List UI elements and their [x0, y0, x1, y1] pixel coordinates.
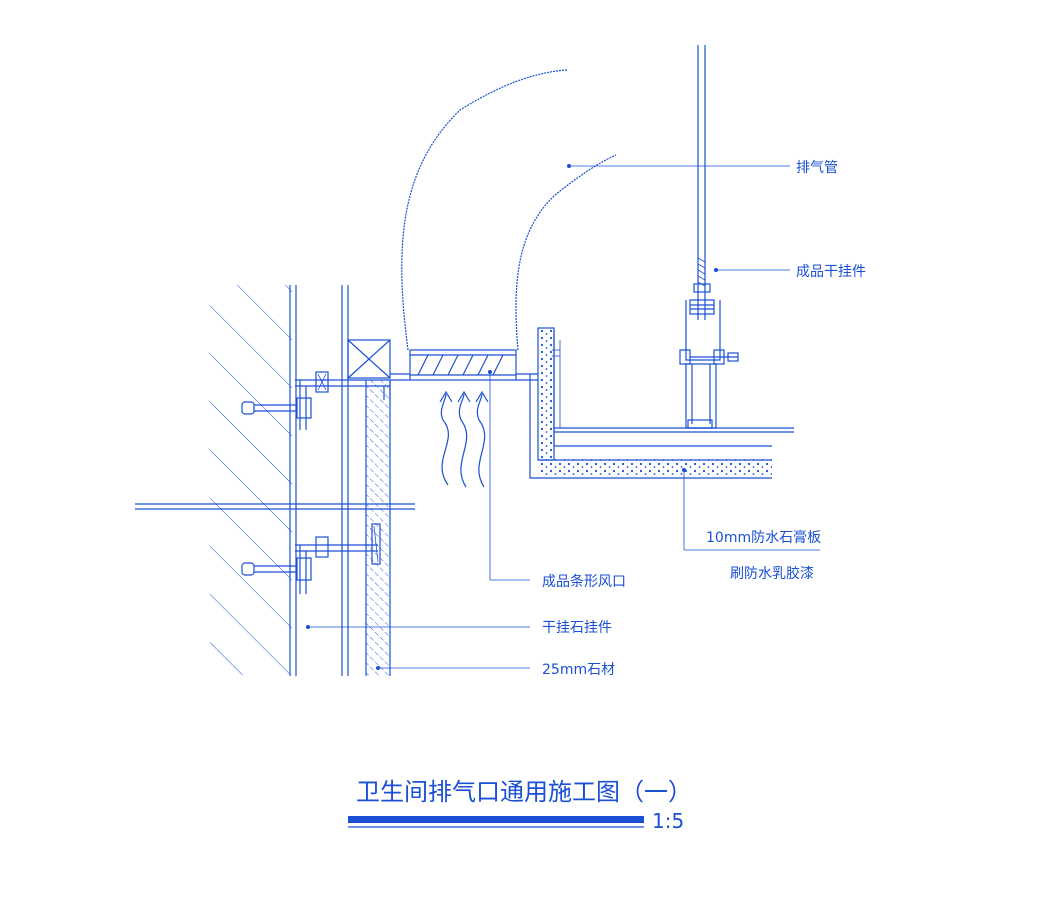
label-exhaust-pipe: 排气管 [796, 160, 838, 176]
drawing-scale: 1:5 [652, 809, 684, 833]
airflow-arrows [439, 390, 489, 488]
label-stone-hanger: 干挂石挂件 [542, 620, 612, 636]
label-linear-vent: 成品条形风口 [542, 573, 626, 590]
linear-vent [390, 349, 538, 381]
title-underline-thick [348, 816, 644, 823]
ceiling-board [529, 327, 794, 479]
leader-lines [306, 164, 820, 670]
label-stone: 25mm石材 [542, 662, 615, 678]
drawing-title: 卫生间排气口通用施工图（一） [356, 778, 692, 806]
exhaust-pipe-curves [401, 69, 617, 351]
concrete-wall [210, 285, 292, 675]
label-waterproof-paint: 刷防水乳胶漆 [730, 565, 814, 582]
stone-cladding [365, 380, 391, 676]
upper-anchor [241, 371, 391, 430]
label-hanger: 成品干挂件 [796, 264, 866, 280]
ceiling-hanger [679, 45, 739, 429]
lower-anchor [241, 523, 381, 594]
cap-box [347, 339, 391, 379]
label-gypsum-board: 10mm防水石膏板 [706, 529, 821, 546]
